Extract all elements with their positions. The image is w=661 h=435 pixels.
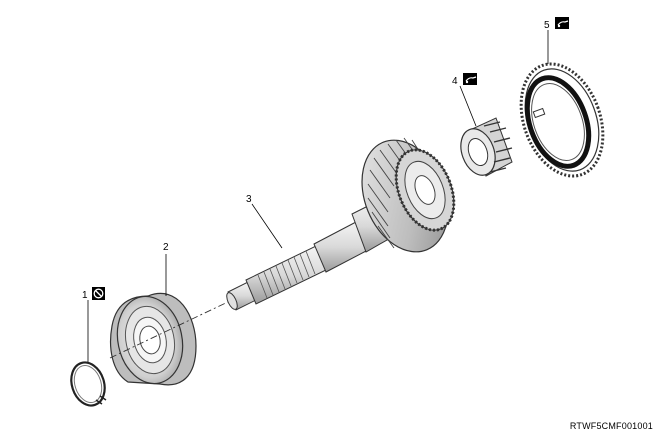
snap-ring-part: [70, 361, 107, 407]
apply-oil-icon: [555, 17, 569, 29]
callout-5-number: 5: [544, 20, 550, 31]
synchronizer-ring-part: [519, 62, 605, 178]
figure-reference-code: RTWF5CMF001001: [569, 421, 653, 431]
callout-leaders: [87, 30, 549, 362]
callout-2-number: 2: [163, 242, 169, 253]
input-shaft-part: [226, 137, 456, 311]
callout-4-number: 4: [452, 76, 458, 87]
callout-3-number: 3: [246, 194, 252, 205]
ball-bearing-part: [109, 293, 197, 386]
needle-bearing-part: [460, 117, 513, 177]
callout-1-number: 1: [82, 290, 88, 301]
do-not-reuse-icon: [92, 287, 105, 300]
apply-oil-icon: [463, 73, 477, 85]
